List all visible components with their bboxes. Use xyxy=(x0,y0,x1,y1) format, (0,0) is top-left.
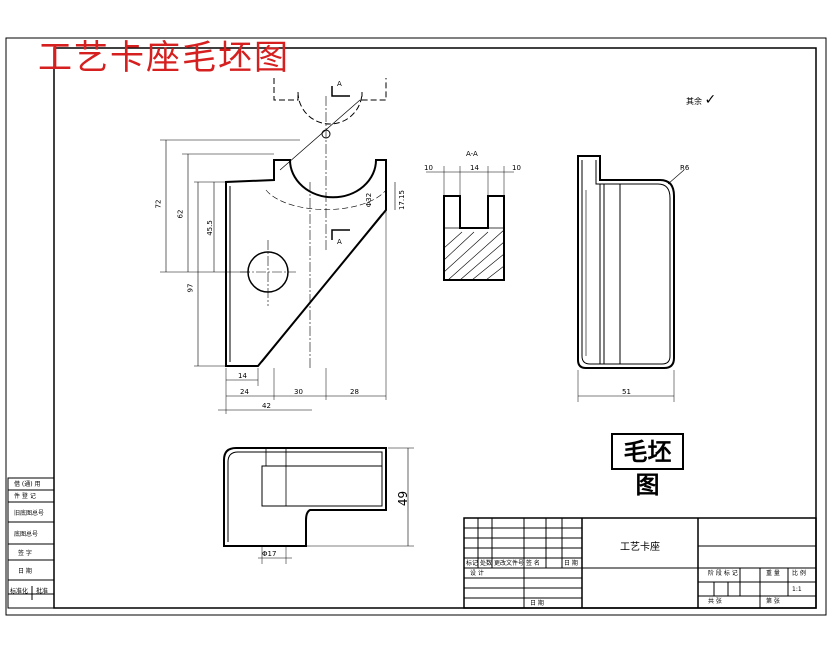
title-block-part-name: 工艺卡座 xyxy=(620,542,660,553)
dim-49: 49 xyxy=(396,490,411,507)
dim-radius: R6 xyxy=(680,164,690,172)
tb-cell-stage: 阶 段 标 记 xyxy=(708,570,738,577)
dim-24: 24 xyxy=(240,388,249,396)
dim-phi-32: Φ32 xyxy=(365,192,374,208)
tb-cell-weight: 重 量 xyxy=(766,570,780,577)
dim-aa-10-right: 10 xyxy=(512,164,521,172)
dim-42: 42 xyxy=(262,402,271,410)
title-block-scale: 1:1 xyxy=(792,586,802,593)
outer-border xyxy=(5,37,827,616)
strip-label-6: 日 期 xyxy=(18,568,32,575)
dim-14: 14 xyxy=(238,372,247,380)
tb-cell-date-2: 日 期 xyxy=(530,600,544,607)
inner-border xyxy=(53,47,817,609)
dim-aa-10-left: 10 xyxy=(424,164,433,172)
dim-51: 51 xyxy=(622,388,631,396)
dim-17-15: 17.15 xyxy=(398,189,407,211)
strip-label-2: 件 登 记 xyxy=(14,493,36,500)
dim-97: 97 xyxy=(186,283,195,293)
tb-cell-scale-label: 比 例 xyxy=(792,570,806,577)
dim-phi-17: Φ17 xyxy=(262,550,277,558)
title-block xyxy=(463,517,817,609)
strip-label-4: 底图总号 xyxy=(14,531,39,538)
dim-62: 62 xyxy=(176,209,185,219)
tb-cell-signature: 签 名 xyxy=(526,560,540,567)
tb-cell-mark: 标记 xyxy=(466,560,479,567)
surface-finish-icon: ✓ xyxy=(704,92,717,108)
surface-finish-note: 其余 ✓ xyxy=(686,92,716,108)
tb-cell-sheets-total: 共 张 xyxy=(708,598,722,605)
dim-aa-14: 14 xyxy=(470,164,479,172)
strip-label-5: 签 字 xyxy=(18,550,32,557)
front-view xyxy=(160,78,396,414)
strip-label-7: 标准化 xyxy=(10,588,29,595)
dim-30: 30 xyxy=(294,388,303,396)
drawing-title: 工艺卡座毛坯图 xyxy=(38,38,290,78)
tb-cell-date: 日 期 xyxy=(564,560,578,567)
blank-drawing-stamp: 毛坯图 xyxy=(611,433,684,499)
strip-label-1: 借 (通) 用 xyxy=(14,481,41,488)
section-label: A-A xyxy=(466,150,478,158)
tb-cell-design: 设 计 xyxy=(470,570,484,577)
dim-72: 72 xyxy=(154,199,163,209)
tb-cell-count: 处数 xyxy=(480,560,493,567)
section-aa xyxy=(426,166,514,281)
left-strip xyxy=(7,477,55,609)
top-view xyxy=(223,447,414,564)
tb-cell-change-doc: 更改文件号 xyxy=(494,560,525,567)
view-label-a-top: A xyxy=(337,80,342,88)
dim-45-5: 45.5 xyxy=(205,220,214,236)
strip-label-3: 旧底图总号 xyxy=(14,510,45,517)
strip-label-8: 批准 xyxy=(36,588,49,595)
view-label-a-bottom: A xyxy=(337,238,342,246)
side-view xyxy=(577,155,685,402)
dim-28: 28 xyxy=(350,388,359,396)
surface-finish-label: 其余 xyxy=(686,97,702,106)
tb-cell-sheet-no: 第 张 xyxy=(766,598,780,605)
